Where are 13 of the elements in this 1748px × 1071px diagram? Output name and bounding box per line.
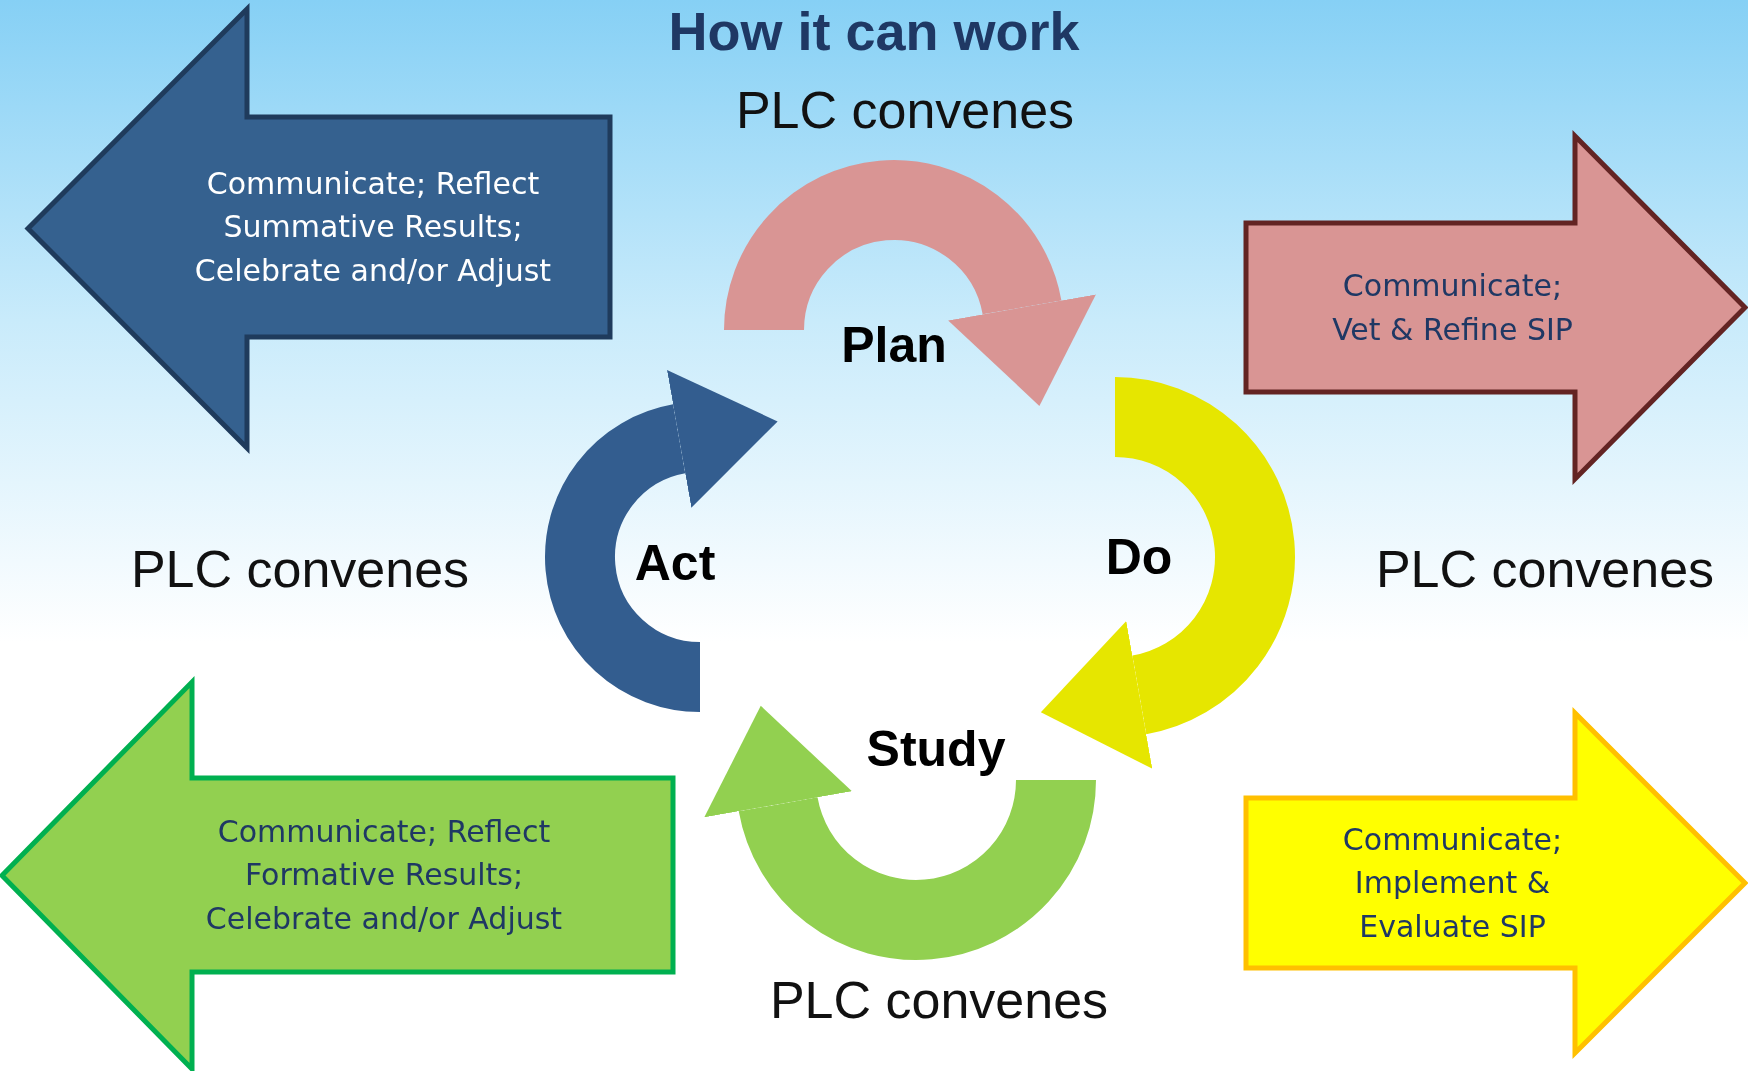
arrow-text: Communicate; Reflect Summative Results; Celebrate and/or Adjust (193, 164, 553, 290)
note-label: PLC convenes (130, 539, 470, 599)
title: How it can work (667, 0, 1081, 62)
note-label: PLC convenes (1375, 539, 1715, 599)
note-label: PLC convenes (735, 80, 1075, 140)
arrow-text: Communicate; Vet & Refine SIP (1331, 267, 1574, 349)
stage-label: Act (634, 534, 716, 592)
stage-label: Plan (841, 316, 947, 374)
arrow-text: Communicate; Reflect Formative Results; Celebrate and/or Adjust (204, 812, 564, 938)
arrow-text: Communicate; Implement & Evaluate SIP (1341, 820, 1564, 946)
note-label: PLC convenes (769, 970, 1109, 1030)
stage-label: Study (866, 720, 1006, 778)
stage-label: Do (1105, 528, 1173, 586)
